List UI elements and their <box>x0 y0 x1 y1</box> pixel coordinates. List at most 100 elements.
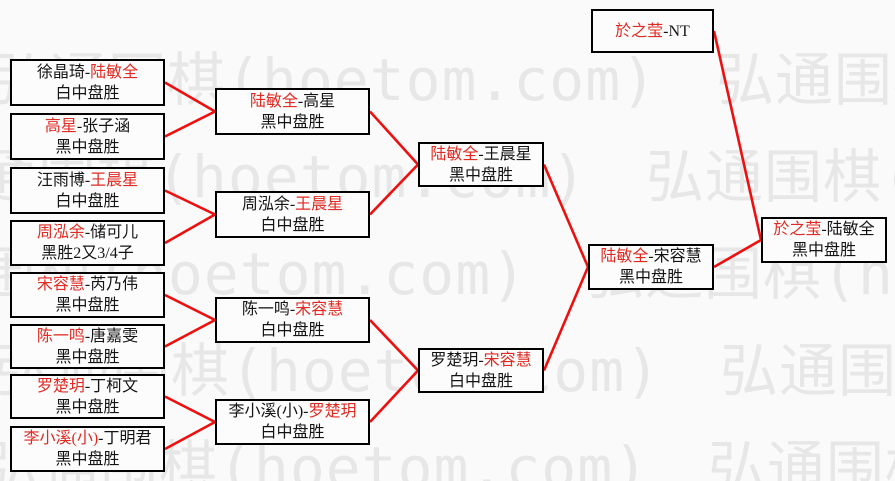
dash: - <box>98 430 104 447</box>
match-players: 陆敏全-宋容慧 <box>600 246 701 267</box>
match-players: 陈一鸣-唐嘉雯 <box>37 326 138 347</box>
player-name: 陆敏全 <box>249 92 298 110</box>
match-result: 白中盘胜 <box>448 372 513 390</box>
player-name: 王晨星 <box>90 171 139 189</box>
match-box-round2-2: 周泓余-王晨星 白中盘胜 <box>215 191 370 238</box>
player-name: 高星 <box>44 117 77 135</box>
dash: - <box>84 377 91 395</box>
match-result: 黑中盘胜 <box>55 451 120 468</box>
match-result: 白中盘胜 <box>260 322 325 339</box>
player-name: 徐晶琦 <box>36 63 85 81</box>
dash: - <box>478 351 484 369</box>
match-result: 黑中盘胜 <box>260 113 325 131</box>
player-name: 周泓余 <box>241 195 290 213</box>
player-name: 李小溪(小) <box>23 430 99 447</box>
player-name: 於之莹 <box>615 22 664 40</box>
dash: - <box>76 117 83 135</box>
match-players: 周泓余-储可儿 <box>37 222 138 243</box>
player-name: 王晨星 <box>295 195 344 213</box>
match-players: 汪雨博-王晨星 <box>37 170 138 191</box>
match-players: 罗楚玥-宋容慧 <box>430 350 531 371</box>
player-name: 汪雨博 <box>36 171 85 189</box>
match-players: 於之莹-陆敏全 <box>773 219 874 240</box>
dash: - <box>663 22 669 40</box>
match-players: 周泓余-王晨星 <box>242 194 343 215</box>
dash: - <box>84 224 91 241</box>
match-result: 黑中盘胜 <box>55 297 120 314</box>
match-box-round2-4: 李小溪(小)-罗楚玥 白中盘胜 <box>215 399 370 445</box>
player-name: 周泓余 <box>36 224 85 241</box>
match-box-round1-7: 罗楚玥-丁柯文 黑中盘胜 <box>10 374 165 419</box>
player-name: 唐嘉雯 <box>90 327 139 345</box>
player-name: 陆敏全 <box>600 248 649 265</box>
player-name: NT <box>668 22 690 40</box>
player-name: 高星 <box>303 92 336 110</box>
match-result: 黑中盘胜 <box>55 348 120 366</box>
match-box-round1-8: 李小溪(小)-丁明君 黑中盘胜 <box>10 426 165 472</box>
match-box-round1-4: 周泓余-储可儿 黑胜2又3/4子 <box>10 220 165 266</box>
match-box-semifinal-1: 陆敏全-王晨星 黑中盘胜 <box>418 142 544 187</box>
player-name: 陈一鸣 <box>36 327 85 345</box>
player-name: 罗楚玥 <box>308 403 357 420</box>
match-result: 白中盘胜 <box>55 192 120 210</box>
match-box-titleholder: 於之莹-NT <box>591 9 714 53</box>
dash: - <box>821 221 827 238</box>
match-result: 白中盘胜 <box>260 216 325 234</box>
player-name: 宋容慧 <box>295 301 344 318</box>
match-players: 罗楚玥-丁柯文 <box>37 376 138 397</box>
dash: - <box>648 248 654 265</box>
match-box-round2-1: 陆敏全-高星 黑中盘胜 <box>215 88 370 135</box>
match-box-round1-5: 宋容慧-芮乃伟 黑中盘胜 <box>10 272 165 318</box>
match-players: 陆敏全-高星 <box>250 91 335 112</box>
match-result: 黑中盘胜 <box>791 242 856 259</box>
match-result: 白中盘胜 <box>55 84 120 102</box>
player-name: 罗楚玥 <box>430 351 479 369</box>
match-players: 李小溪(小)-罗楚玥 <box>228 401 356 422</box>
match-result: 黑中盘胜 <box>55 138 120 156</box>
player-name: 於之莹 <box>773 221 822 238</box>
dash: - <box>84 276 91 293</box>
match-players: 於之莹-NT <box>615 21 690 42</box>
match-result: 黑胜2又3/4子 <box>41 245 134 262</box>
match-players: 徐晶琦-陆敏全 <box>37 62 138 83</box>
player-name: 陆敏全 <box>90 63 139 81</box>
dash: - <box>84 171 91 189</box>
player-name: 宋容慧 <box>36 276 85 293</box>
player-name: 陆敏全 <box>430 145 479 163</box>
dash: - <box>84 63 91 81</box>
match-box-round1-3: 汪雨博-王晨星 白中盘胜 <box>10 167 165 214</box>
dash: - <box>297 92 304 110</box>
match-players: 高星-张子涵 <box>45 116 130 137</box>
player-name: 宋容慧 <box>483 351 532 369</box>
player-name: 储可儿 <box>90 224 139 241</box>
match-box-round2-3: 陈一鸣-宋容慧 白中盘胜 <box>215 297 370 343</box>
match-players: 李小溪(小)-丁明君 <box>23 428 151 449</box>
player-name: 陈一鸣 <box>241 301 290 318</box>
player-name: 罗楚玥 <box>36 377 85 395</box>
player-name: 王晨星 <box>483 145 532 163</box>
match-players: 宋容慧-芮乃伟 <box>37 274 138 295</box>
match-box-semifinal-2: 罗楚玥-宋容慧 白中盘胜 <box>418 348 544 393</box>
dash: - <box>303 403 309 420</box>
match-players: 陈一鸣-宋容慧 <box>242 299 343 320</box>
match-box-round1-2: 高星-张子涵 黑中盘胜 <box>10 113 165 160</box>
match-result: 黑中盘胜 <box>55 398 120 416</box>
match-result: 黑中盘胜 <box>618 269 683 286</box>
match-box-round1-6: 陈一鸣-唐嘉雯 黑中盘胜 <box>10 324 165 369</box>
dash: - <box>84 327 91 345</box>
player-name: 丁柯文 <box>90 377 139 395</box>
player-name: 宋容慧 <box>653 248 702 265</box>
match-players: 陆敏全-王晨星 <box>430 144 531 165</box>
match-box-round1-1: 徐晶琦-陆敏全 白中盘胜 <box>10 59 165 106</box>
player-name: 芮乃伟 <box>90 276 139 293</box>
player-name: 李小溪(小) <box>228 403 304 420</box>
player-name: 张子涵 <box>82 117 131 135</box>
player-name: 陆敏全 <box>826 221 875 238</box>
match-box-challenger-final: 陆敏全-宋容慧 黑中盘胜 <box>588 244 714 290</box>
dash: - <box>289 301 296 318</box>
dash: - <box>289 195 296 213</box>
match-box-title-match: 於之莹-陆敏全 黑中盘胜 <box>761 217 887 263</box>
dash: - <box>478 145 484 163</box>
